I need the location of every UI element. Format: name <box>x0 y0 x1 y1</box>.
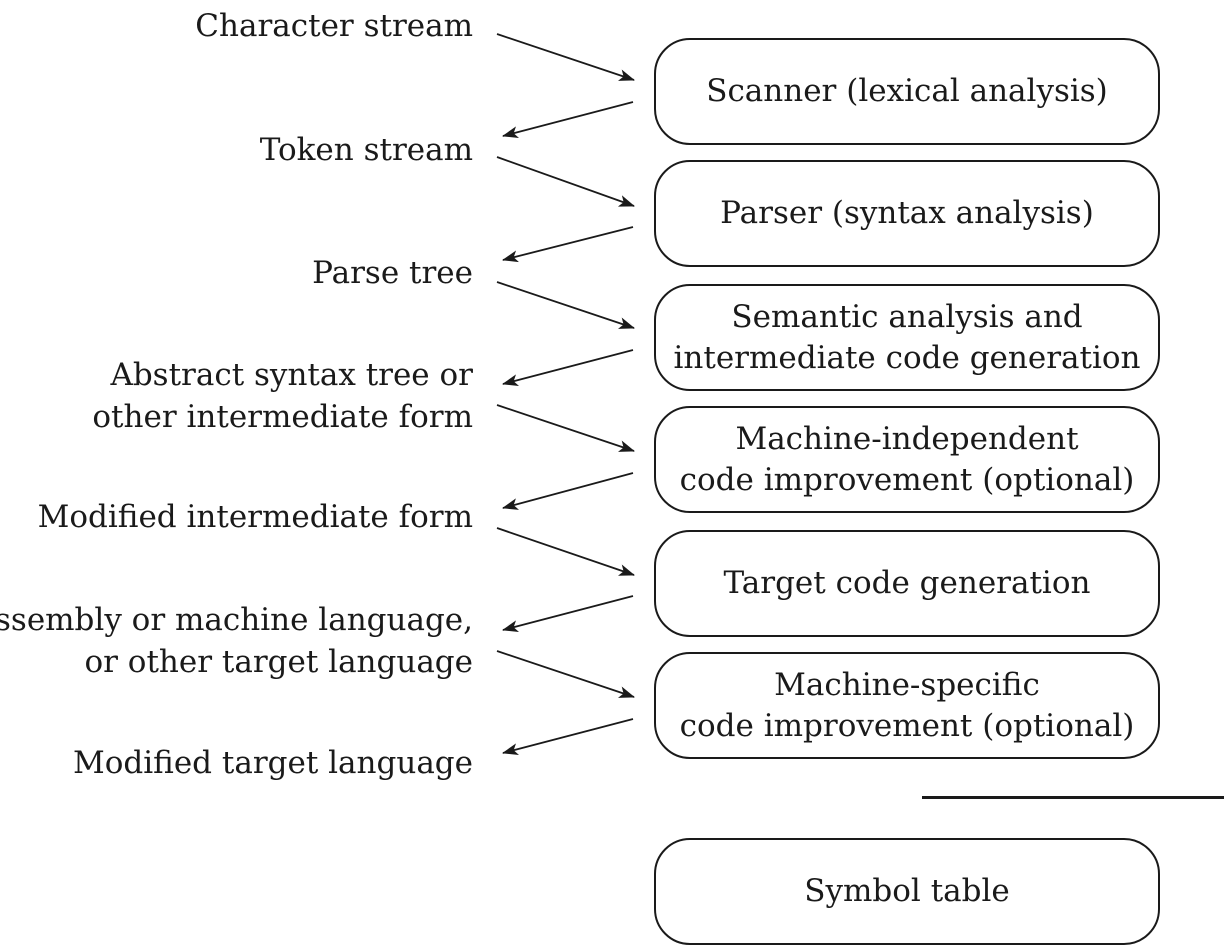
stream-label-parse-tree: Parse tree <box>312 255 473 291</box>
stage-label: code improvement (optional) <box>679 707 1135 744</box>
stage-label: Target code generation <box>723 565 1091 601</box>
divider-line <box>922 796 1224 799</box>
arrow-into-stage <box>496 527 635 576</box>
symbol-table-label: Symbol table <box>804 873 1010 909</box>
stream-label-assembly-or-machine-language: Assembly or machine language, or other t… <box>0 602 473 680</box>
arrow-into-stage <box>496 33 635 81</box>
arrow-into-stage <box>496 281 635 329</box>
stage-box-parser: Parser (syntax analysis) <box>654 160 1160 267</box>
stage-label: code improvement (optional) <box>679 461 1135 498</box>
stage-box-machine-specific-improvement: Machine-specific code improvement (optio… <box>654 652 1160 759</box>
arrow-out-of-stage <box>502 472 634 510</box>
stage-label: Semantic analysis and <box>731 298 1083 335</box>
arrow-out-of-stage <box>502 349 634 387</box>
stage-label: intermediate code generation <box>673 339 1141 376</box>
arrow-into-stage <box>496 404 635 452</box>
stage-label: Scanner (lexical analysis) <box>706 73 1108 109</box>
arrow-into-stage <box>496 156 635 207</box>
stage-label: Parser (syntax analysis) <box>720 195 1094 231</box>
arrow-out-of-stage <box>502 226 634 263</box>
stream-label-modified-intermediate-form: Modified intermediate form <box>37 499 473 535</box>
stage-box-target-code-generation: Target code generation <box>654 530 1160 637</box>
stream-label-abstract-syntax-tree: Abstract syntax tree or other intermedia… <box>92 357 473 435</box>
stage-label: Machine-independent <box>735 420 1079 457</box>
stream-label-token-stream: Token stream <box>259 132 473 168</box>
stream-label-character-stream: Character stream <box>195 8 473 44</box>
stage-box-semantic-analysis: Semantic analysis and intermediate code … <box>654 284 1160 391</box>
stage-box-machine-independent-improvement: Machine-independent code improvement (op… <box>654 406 1160 513</box>
arrow-out-of-stage <box>502 101 634 139</box>
arrow-out-of-stage <box>502 718 634 756</box>
stage-label: Machine-specific <box>774 666 1040 703</box>
symbol-table-box: Symbol table <box>654 838 1160 945</box>
arrow-into-stage <box>496 650 635 698</box>
arrow-out-of-stage <box>502 595 634 633</box>
stream-label-modified-target-language: Modified target language <box>73 745 473 781</box>
stage-box-scanner: Scanner (lexical analysis) <box>654 38 1160 145</box>
